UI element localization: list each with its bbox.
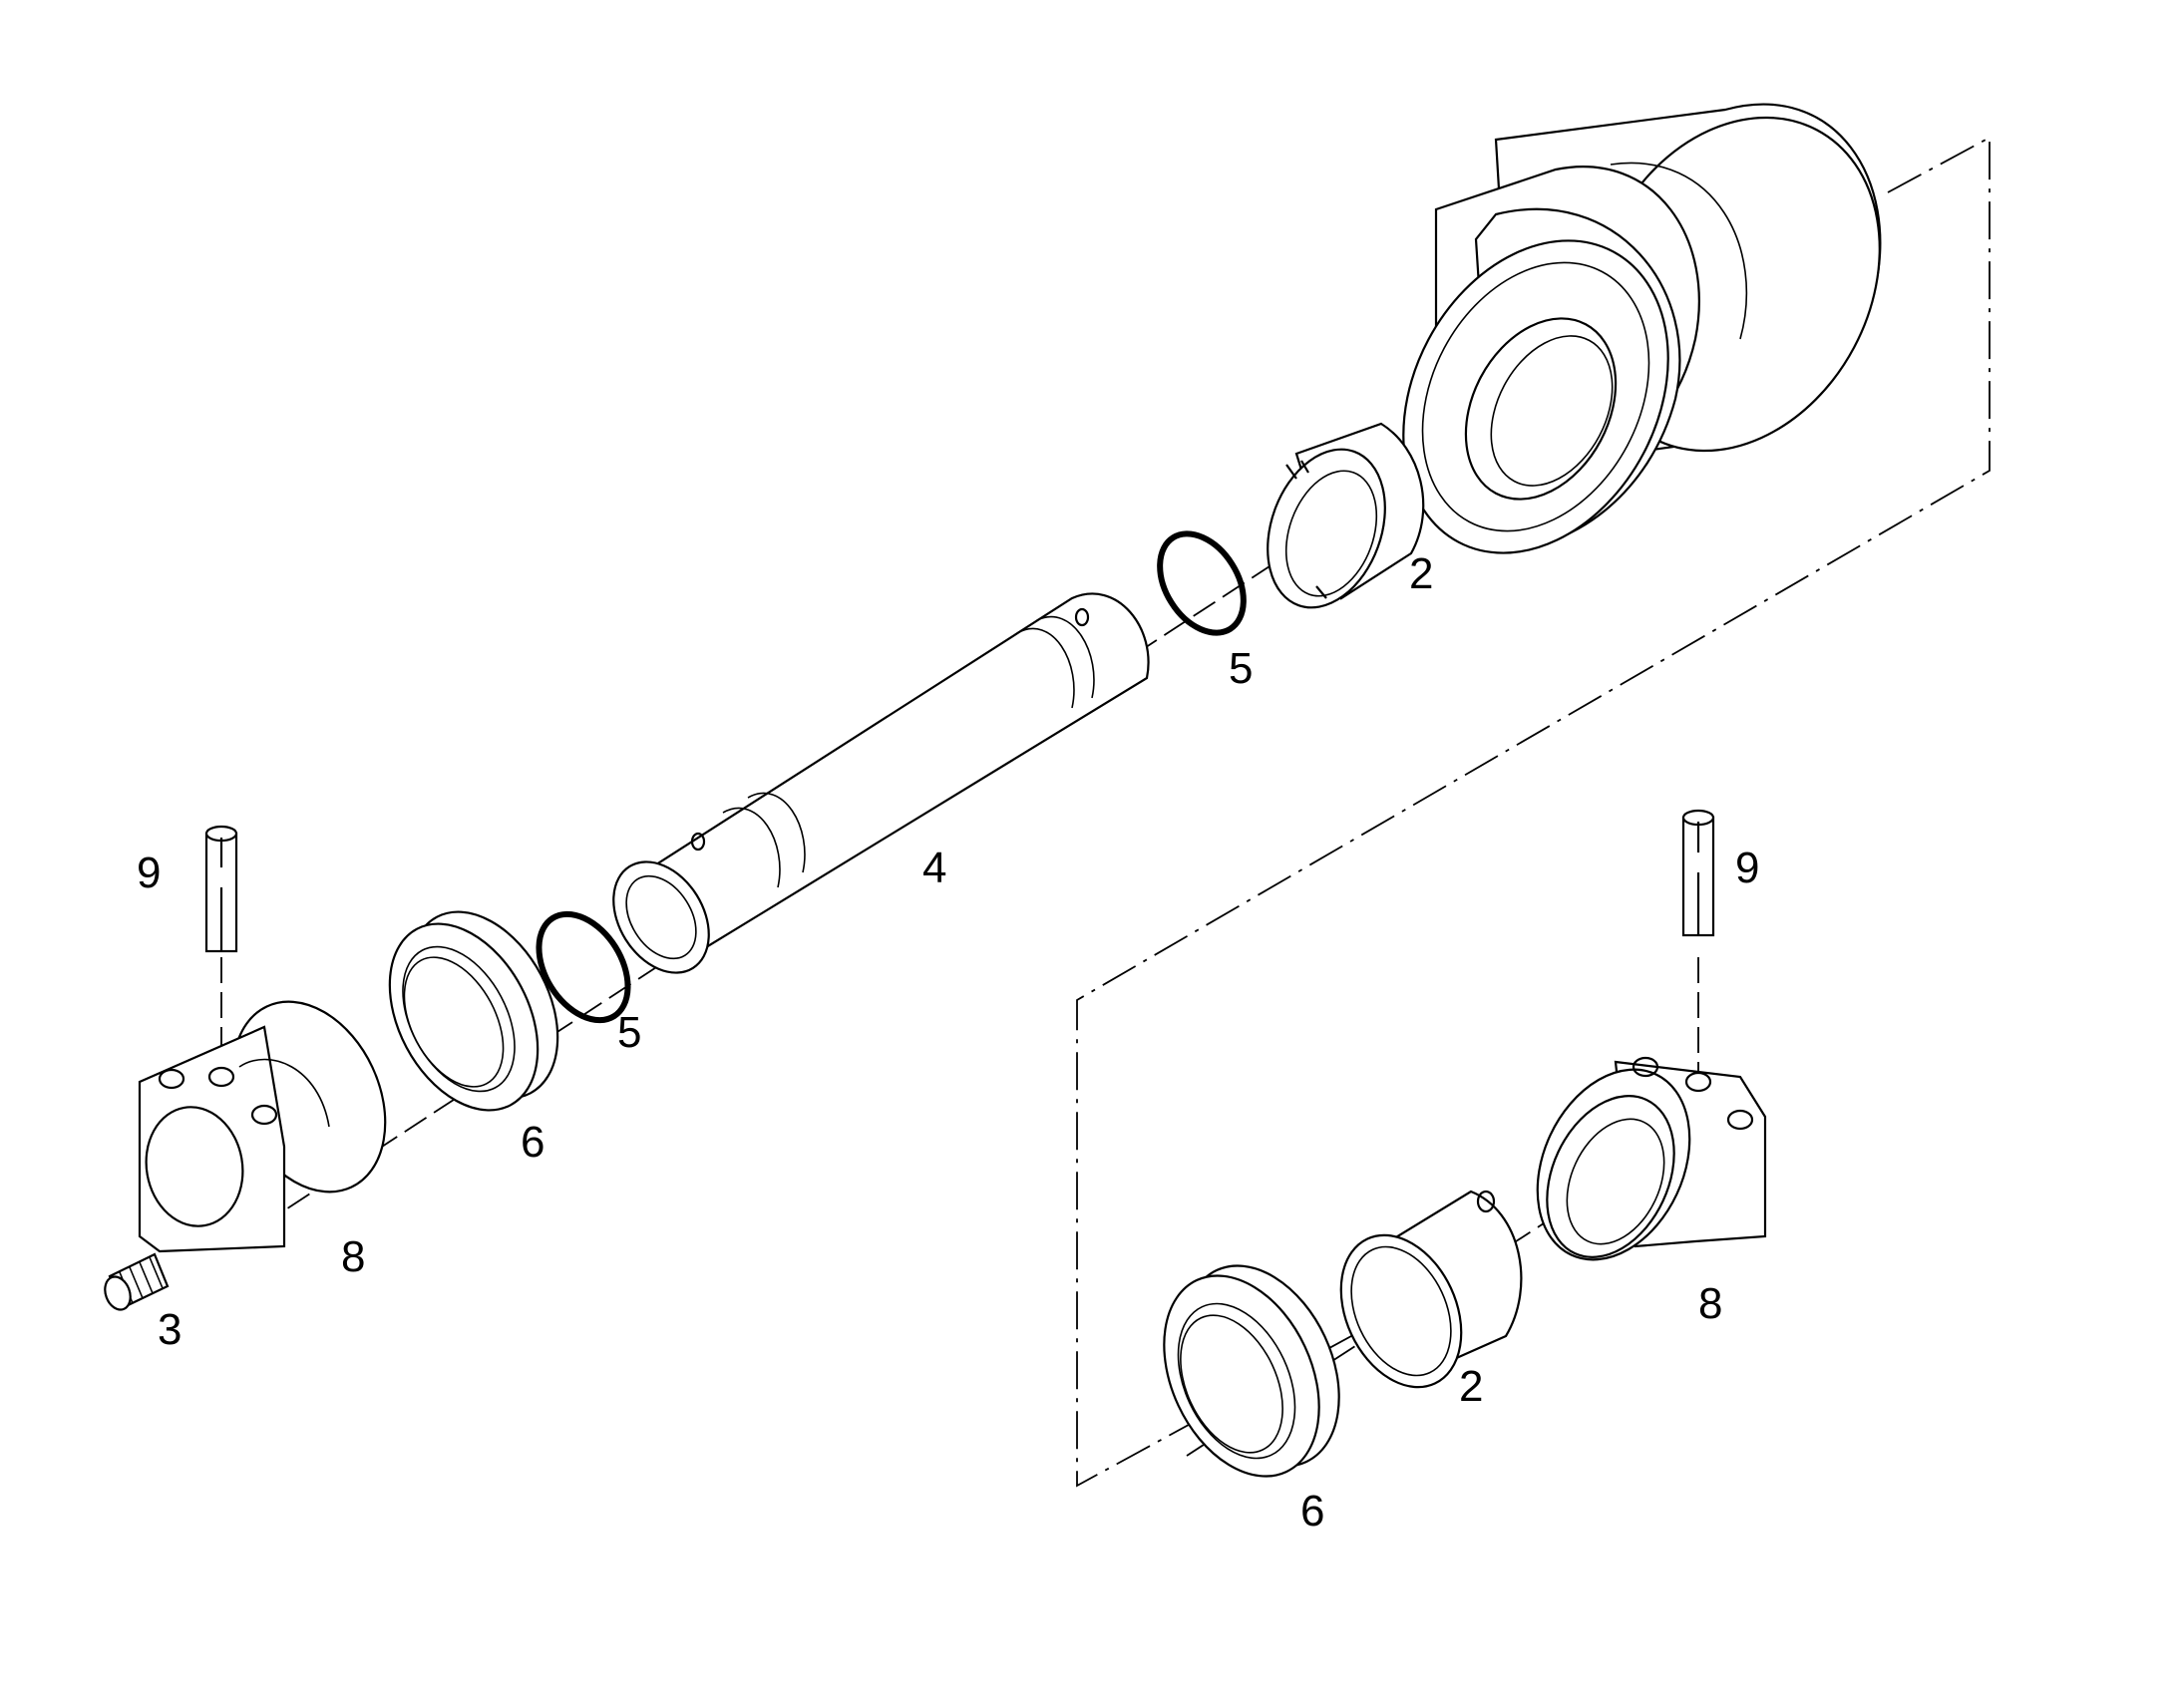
- bushing-bottom: [1339, 1190, 1523, 1389]
- callout-6-bottom: 6: [1300, 1487, 1324, 1536]
- roll-pin-left: [204, 825, 238, 953]
- shaft: [612, 592, 1150, 974]
- track-roller: [1402, 103, 1882, 554]
- callout-9-right: 9: [1735, 844, 1759, 892]
- callout-9-left: 9: [137, 849, 161, 897]
- callout-5-mid: 5: [617, 1008, 641, 1057]
- callout-6-left: 6: [521, 1118, 545, 1167]
- o-ring-top: [1157, 530, 1247, 636]
- assembly-frame-line: [1076, 136, 1991, 1488]
- seal-bottom: [1163, 1264, 1340, 1478]
- callout-4: 4: [922, 844, 946, 892]
- o-ring-mid: [536, 910, 631, 1024]
- bushing-top: [1267, 422, 1425, 609]
- callout-2-top: 2: [1409, 549, 1433, 598]
- callout-2-bottom: 2: [1459, 1362, 1483, 1411]
- callout-5-top: 5: [1229, 644, 1253, 693]
- grub-screw: [104, 1252, 170, 1311]
- callout-8-left: 8: [341, 1232, 365, 1281]
- callout-3: 3: [158, 1305, 182, 1354]
- roll-pin-right: [1681, 809, 1715, 937]
- end-collar-left: [138, 1000, 387, 1253]
- seal-left: [388, 910, 559, 1112]
- callout-8-right: 8: [1698, 1279, 1722, 1328]
- end-collar-right: [1536, 1056, 1767, 1261]
